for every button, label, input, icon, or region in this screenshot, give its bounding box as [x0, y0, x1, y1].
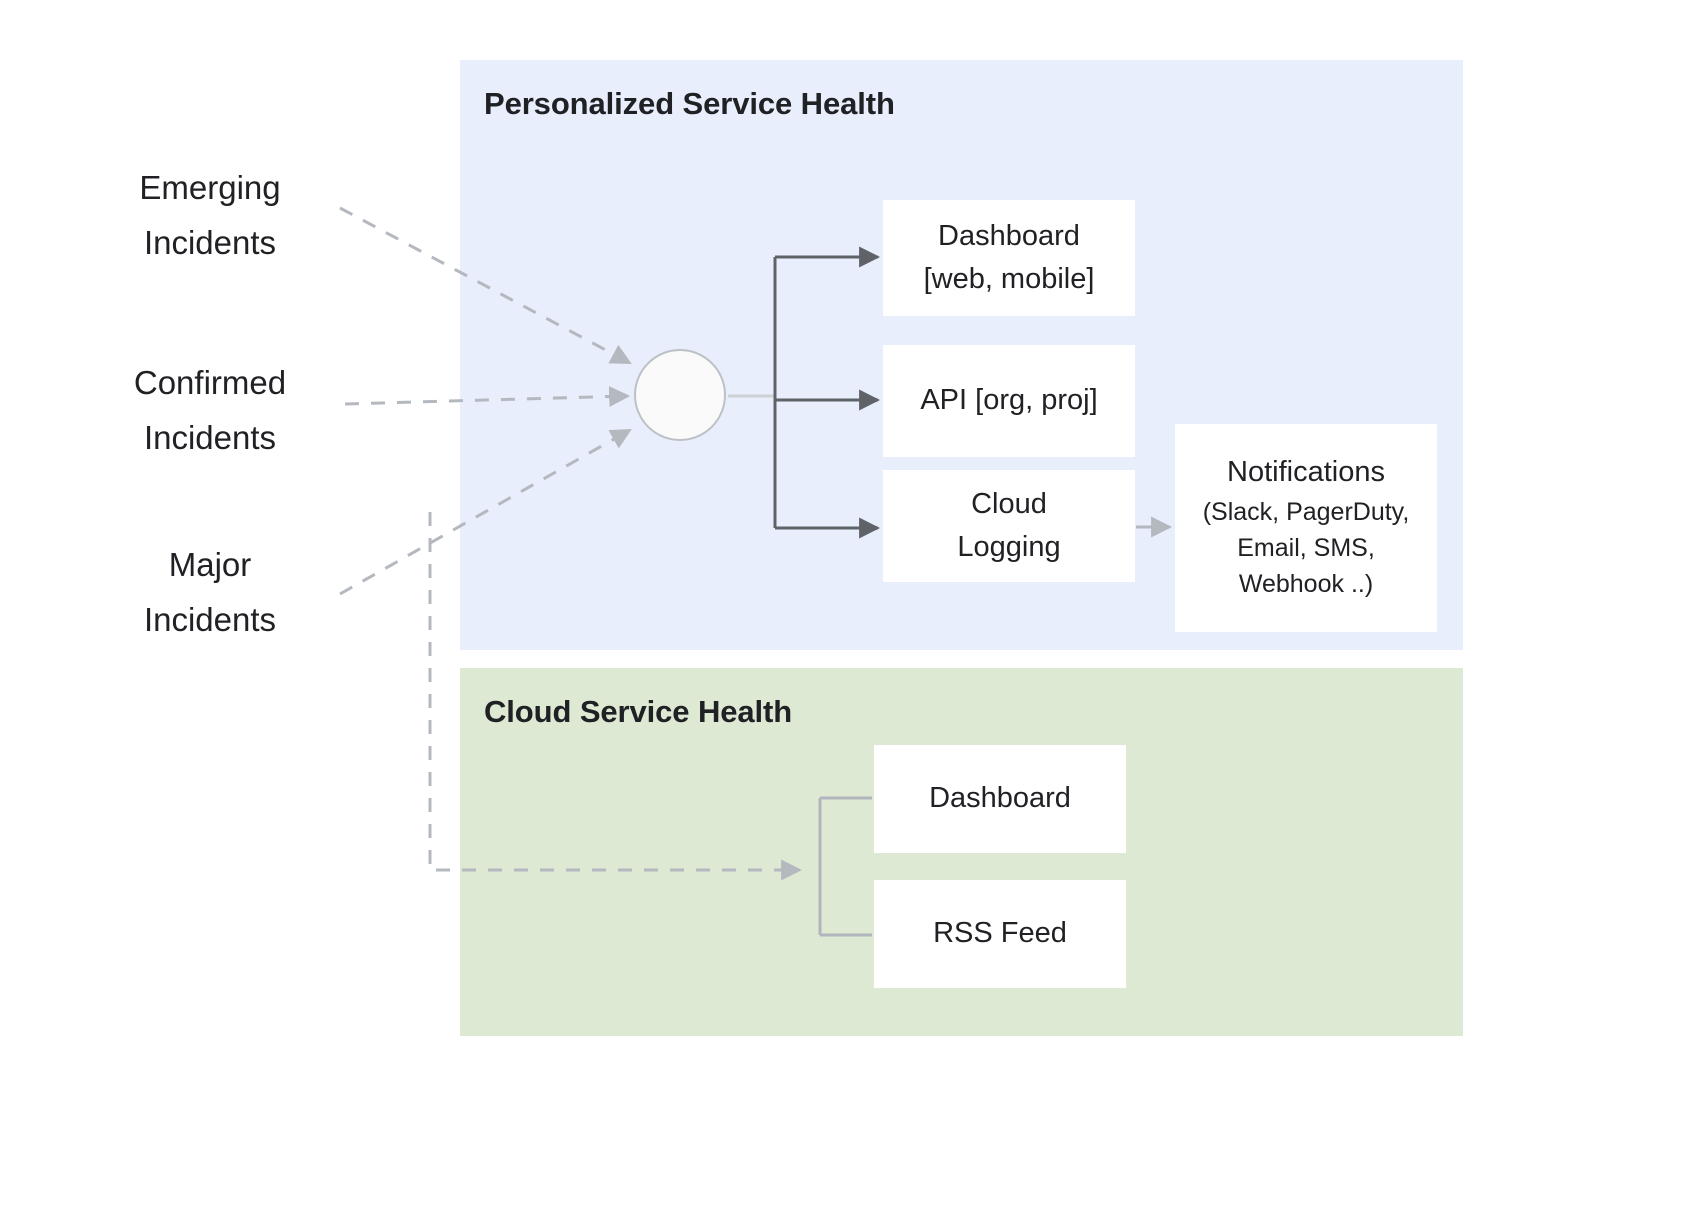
notifications-channel-list: (Slack, PagerDuty, Email, SMS, Webhook .… — [1202, 497, 1410, 599]
node-box-dashboard-web-mobile[interactable]: Dashboard [web, mobile] — [883, 200, 1135, 316]
notifications-title: Notifications — [1227, 455, 1385, 488]
node-box-cloud-logging[interactable]: Cloud Logging — [883, 470, 1135, 582]
source-label-major-incidents: Major Incidents — [143, 546, 277, 639]
source-label-confirmed-incidents: Confirmed Incidents — [133, 364, 287, 457]
node-box-cloud-service-health-dashboard[interactable]: Dashboard — [874, 745, 1126, 853]
panel-title-personalized-service-health: Personalized Service Health — [484, 86, 895, 121]
source-label-emerging-incidents: Emerging Incidents — [139, 169, 281, 262]
panel-title-cloud-service-health: Cloud Service Health — [484, 694, 793, 729]
aggregation-hub-node — [634, 349, 726, 441]
node-box-api-org-proj[interactable]: API [org, proj] — [883, 345, 1135, 457]
node-box-notifications[interactable]: Notifications (Slack, PagerDuty, Email, … — [1175, 424, 1437, 632]
node-box-rss-feed[interactable]: RSS Feed — [874, 880, 1126, 988]
